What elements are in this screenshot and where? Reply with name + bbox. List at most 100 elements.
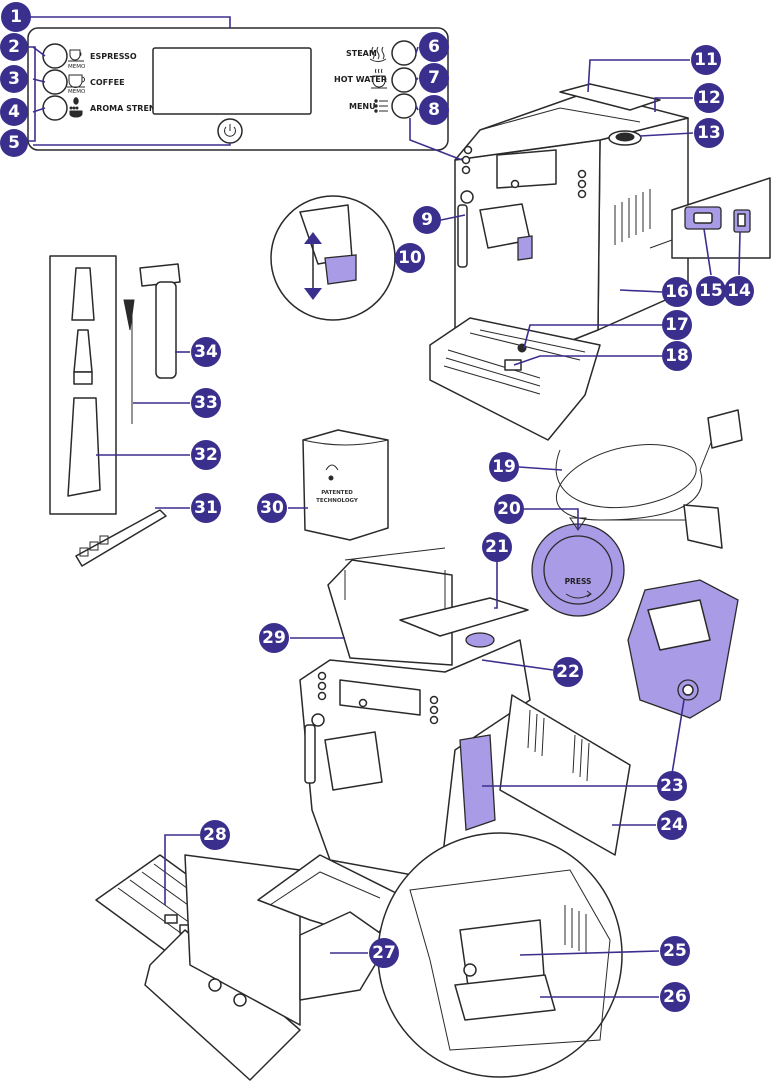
svg-text:18: 18 bbox=[665, 346, 689, 366]
callouts: 1 2 3 4 5 6 7 8 9 10 11 12 13 14 15 16 1… bbox=[0, 2, 754, 1012]
machine-open-illustration bbox=[299, 547, 631, 881]
svg-text:26: 26 bbox=[663, 987, 687, 1007]
water-hardness-test-strip bbox=[75, 509, 167, 567]
callout-22: 22 bbox=[553, 657, 583, 687]
power-cord bbox=[555, 409, 743, 549]
svg-text:14: 14 bbox=[727, 281, 751, 301]
lubricant-tube-32 bbox=[67, 397, 101, 497]
svg-text:8: 8 bbox=[428, 100, 440, 120]
callout-11: 11 bbox=[691, 45, 721, 75]
svg-text:4: 4 bbox=[8, 102, 20, 122]
svg-text:24: 24 bbox=[660, 815, 684, 835]
callout-3: 3 bbox=[0, 65, 28, 93]
power-icon bbox=[224, 124, 236, 137]
callout-14: 14 bbox=[724, 276, 754, 306]
svg-text:1: 1 bbox=[10, 7, 22, 27]
espresso-memo-label: MEMO bbox=[68, 64, 86, 70]
callout-19: 19 bbox=[489, 452, 519, 482]
drip-tray-assembly bbox=[95, 854, 401, 1081]
steam-icon bbox=[369, 46, 387, 62]
height-adjust-detail bbox=[270, 195, 396, 321]
service-door bbox=[499, 694, 631, 856]
water-filter: PATENTED TECHNOLOGY bbox=[302, 429, 389, 541]
callout-16: 16 bbox=[662, 277, 692, 307]
callout-13: 13 bbox=[694, 118, 724, 148]
svg-text:20: 20 bbox=[497, 499, 521, 519]
svg-text:17: 17 bbox=[665, 315, 689, 335]
svg-text:15: 15 bbox=[699, 281, 723, 301]
menu-button bbox=[391, 93, 417, 119]
coffee-memo-label: MEMO bbox=[68, 89, 86, 95]
callout-27: 27 bbox=[369, 938, 399, 968]
callout-29: 29 bbox=[259, 623, 289, 653]
machine-main-illustration bbox=[429, 83, 689, 441]
hot-water-label: HOT WATER bbox=[334, 75, 387, 84]
coffee-cup-icon bbox=[67, 74, 85, 88]
callout-18: 18 bbox=[662, 341, 692, 371]
display bbox=[152, 47, 312, 115]
hot-water-cup-icon bbox=[371, 68, 387, 89]
svg-text:23: 23 bbox=[660, 776, 684, 796]
callout-24: 24 bbox=[657, 810, 687, 840]
svg-text:33: 33 bbox=[194, 393, 218, 413]
svg-text:28: 28 bbox=[203, 825, 227, 845]
steam-button bbox=[391, 40, 417, 66]
callout-25: 25 bbox=[660, 936, 690, 966]
brew-group-installed bbox=[459, 734, 496, 831]
coffee-label: COFFEE bbox=[90, 78, 125, 87]
steam-label: STEAM bbox=[346, 49, 377, 58]
callout-15: 15 bbox=[696, 276, 726, 306]
aroma-strength-icon bbox=[69, 97, 83, 118]
power-inlet-detail bbox=[649, 177, 771, 259]
svg-text:13: 13 bbox=[697, 123, 721, 143]
callout-12: 12 bbox=[694, 83, 724, 113]
brew-adjust-knob: PRESS bbox=[531, 517, 625, 617]
svg-text:5: 5 bbox=[8, 133, 20, 153]
callout-20: 20 bbox=[494, 494, 524, 524]
svg-text:12: 12 bbox=[697, 88, 721, 108]
svg-text:19: 19 bbox=[492, 457, 516, 477]
callout-30: 30 bbox=[257, 493, 287, 523]
svg-text:34: 34 bbox=[194, 342, 218, 362]
svg-text:7: 7 bbox=[428, 68, 440, 88]
menu-label: MENU bbox=[349, 102, 376, 111]
svg-text:10: 10 bbox=[398, 248, 422, 268]
callout-23: 23 bbox=[657, 771, 687, 801]
hot-water-button bbox=[391, 67, 417, 93]
callout-1: 1 bbox=[1, 2, 31, 32]
callout-34: 34 bbox=[191, 337, 221, 367]
callout-6: 6 bbox=[419, 32, 449, 62]
lubricant-tube-top bbox=[71, 267, 95, 321]
coffee-button bbox=[42, 69, 68, 95]
aroma-strength-button bbox=[42, 95, 68, 121]
lubricant-tube-mid bbox=[73, 329, 93, 373]
press-label: PRESS bbox=[565, 577, 592, 586]
svg-text:21: 21 bbox=[485, 537, 509, 557]
filter-label-line2: TECHNOLOGY bbox=[316, 498, 359, 504]
menu-list-icon bbox=[374, 99, 388, 113]
callout-21: 21 bbox=[482, 532, 512, 562]
measuring-scoop bbox=[139, 263, 181, 287]
svg-text:31: 31 bbox=[194, 498, 218, 518]
espresso-cup-icon bbox=[68, 49, 84, 62]
svg-text:30: 30 bbox=[260, 498, 284, 518]
brew-group-removed bbox=[627, 579, 739, 719]
callout-2: 2 bbox=[0, 33, 28, 61]
svg-text:2: 2 bbox=[8, 37, 20, 57]
svg-text:29: 29 bbox=[262, 628, 286, 648]
callout-7: 7 bbox=[419, 63, 449, 93]
callout-31: 31 bbox=[191, 493, 221, 523]
aroma-strength-label: AROMA STRENGTH bbox=[90, 104, 174, 113]
brew-group-detail bbox=[377, 832, 623, 1078]
callout-33: 33 bbox=[191, 388, 221, 418]
callout-26: 26 bbox=[660, 982, 690, 1012]
callout-9: 9 bbox=[413, 206, 441, 234]
svg-text:3: 3 bbox=[8, 69, 20, 89]
filter-label-line1: PATENTED bbox=[321, 490, 353, 496]
callout-8: 8 bbox=[419, 95, 449, 125]
svg-text:11: 11 bbox=[694, 50, 718, 70]
accessories-group bbox=[49, 255, 181, 567]
svg-text:27: 27 bbox=[372, 943, 396, 963]
svg-text:16: 16 bbox=[665, 282, 689, 302]
